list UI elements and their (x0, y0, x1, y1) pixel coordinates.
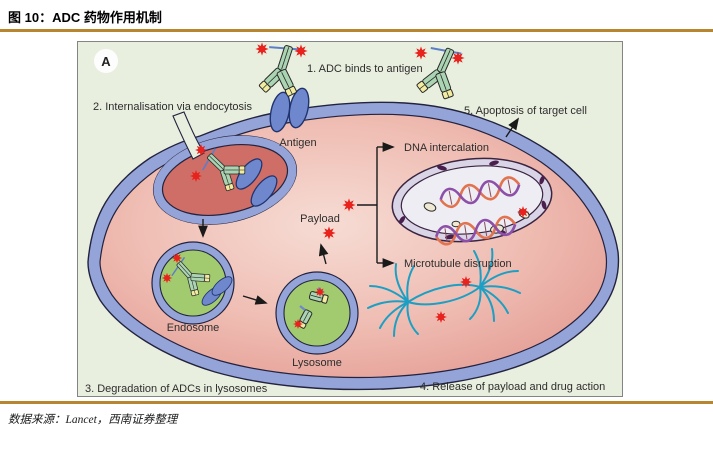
payload-star-icon (195, 144, 207, 156)
flow-arrows (198, 117, 520, 305)
label-endosome: Endosome (167, 322, 220, 334)
payload-star-icon (190, 170, 202, 182)
arrow-endosome-to-lysosome (242, 295, 268, 305)
endocytosis-neck (172, 111, 205, 160)
label-step2: 2. Internalisation via endocytosis (93, 101, 252, 113)
label-step1: 1. ADC binds to antigen (307, 63, 423, 75)
target-cell (87, 101, 620, 391)
lysosome-icon (275, 271, 359, 355)
payload-bracket (357, 147, 378, 263)
label-lysosome: Lysosome (292, 357, 342, 369)
label-dna-intercalation: DNA intercalation (404, 142, 489, 154)
label-step3: 3. Degradation of ADCs in lysosomes (85, 383, 268, 395)
adc-mechanism-diagram: A 1. ADC binds to antigen 2. Internalisa… (85, 42, 620, 395)
payload-star-icon (322, 226, 336, 240)
gold-rule-top (0, 29, 713, 32)
panel-label: A (101, 54, 111, 69)
nucleus-icon (391, 157, 553, 248)
gold-rule-bottom (0, 401, 713, 404)
panel-label-badge (94, 49, 118, 73)
microtubule-aster-icon (367, 248, 521, 337)
payload-star-icon (342, 198, 356, 212)
figure-title: 图 10：ADC 药物作用机制 (8, 10, 162, 25)
arrow-apoptosis (505, 117, 520, 138)
label-step5: 5. Apoptosis of target cell (464, 105, 587, 117)
label-step4: 4. Release of payload and drug action (420, 381, 605, 393)
adc-mechanism-figure: A 1. ADC binds to antigen 2. Internalisa… (77, 41, 623, 397)
data-source-note: 数据来源：Lancet，西南证券整理 (8, 414, 178, 426)
arrow-lysosome-to-payload (318, 243, 329, 265)
label-antigen: Antigen (279, 137, 316, 149)
label-microtubule-disruption: Microtubule disruption (404, 258, 512, 270)
label-payload: Payload (300, 213, 340, 225)
endosome-icon (151, 241, 236, 325)
endocytosis-pocket (152, 111, 298, 225)
